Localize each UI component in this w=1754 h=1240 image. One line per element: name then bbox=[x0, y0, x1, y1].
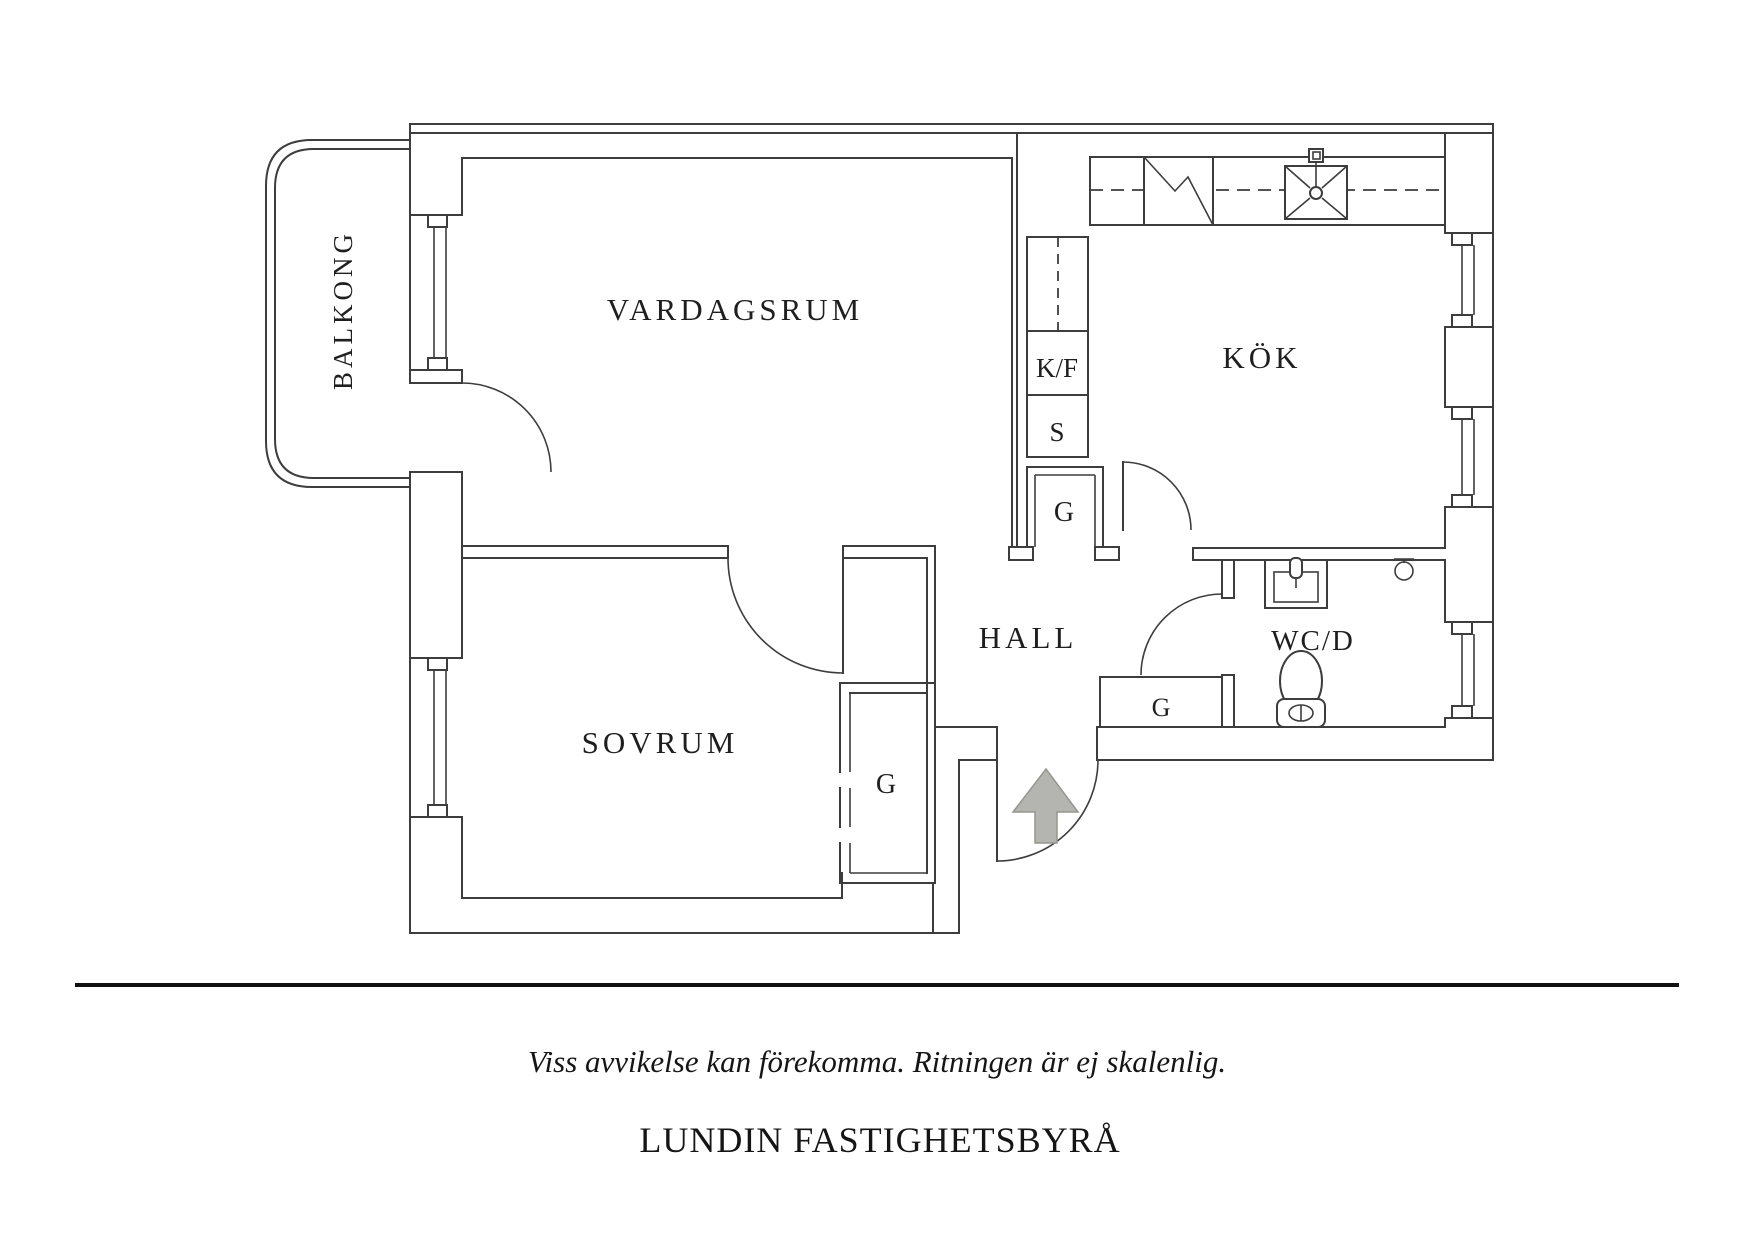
stove-icon bbox=[1143, 156, 1214, 226]
storage-column bbox=[1008, 236, 1120, 561]
footer: Viss avvikelse kan förekomma. Ritningen … bbox=[75, 983, 1679, 1160]
washbasin-icon bbox=[1264, 557, 1328, 609]
exterior-walls bbox=[409, 123, 1494, 934]
wardrobe-kitchen-cabinet bbox=[1008, 466, 1120, 561]
kitchen-sink-icon bbox=[1284, 148, 1348, 220]
bathroom-fixtures bbox=[1264, 557, 1414, 728]
balcony-outline bbox=[265, 139, 411, 488]
bathroom-label: WC/D bbox=[1271, 625, 1355, 657]
door-swing-icon bbox=[409, 382, 1223, 862]
room-labels: VARDAGSRUM KÖK SOVRUM HALL WC/D BALKONG … bbox=[328, 230, 1355, 800]
interior-walls bbox=[461, 132, 1446, 934]
hall-label: HALL bbox=[979, 620, 1078, 655]
wardrobe-bedroom-label: G bbox=[876, 769, 896, 800]
fridge-freezer-label: K/F bbox=[1036, 353, 1078, 383]
wardrobe-hall-label: G bbox=[1152, 693, 1171, 722]
footer-brand-text: LUNDIN FASTIGHETSBYRÅ bbox=[639, 1120, 1120, 1160]
window-icon bbox=[409, 214, 1494, 818]
wardrobe-hall-cabinet bbox=[1099, 676, 1223, 728]
footer-disclaimer-text: Viss avvikelse kan förekomma. Ritningen … bbox=[528, 1044, 1226, 1079]
kitchen-label: KÖK bbox=[1222, 340, 1301, 375]
balcony-label: BALKONG bbox=[328, 230, 358, 390]
shower-icon bbox=[1394, 558, 1414, 581]
wardrobe-kitchen-label: G bbox=[1054, 497, 1074, 528]
kitchen-counter bbox=[1089, 148, 1446, 226]
toilet-icon bbox=[1276, 650, 1326, 728]
entry-arrow-icon bbox=[1011, 767, 1080, 844]
bedroom-label: SOVRUM bbox=[582, 725, 739, 760]
living-room-label: VARDAGSRUM bbox=[607, 292, 864, 327]
wardrobe-bedroom-cabinet bbox=[839, 682, 934, 884]
pantry-label: S bbox=[1049, 417, 1064, 447]
